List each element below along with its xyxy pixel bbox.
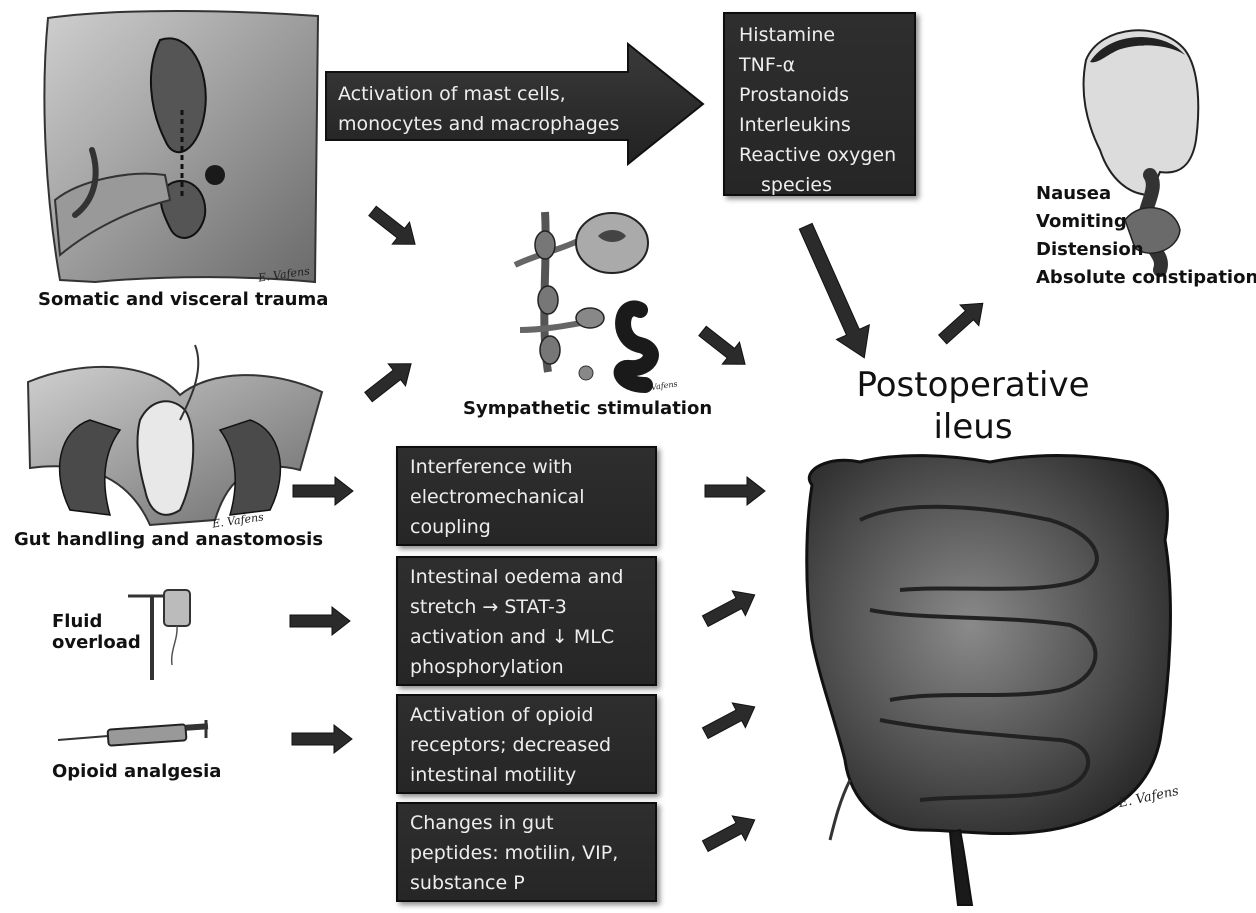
arrow-ileus-to-symptoms (933, 293, 992, 350)
mast-cell-line-1: Activation of mast cells, (338, 79, 619, 109)
arrow-opioid-to-mechanism-3 (292, 725, 352, 753)
arrow-trauma-to-sympathetic (364, 200, 424, 255)
label-gut-handling: Gut handling and anastomosis (14, 530, 323, 551)
mechanism-line: receptors; decreased (410, 730, 643, 760)
mechanism-box-electromechanical: Interference with electromechanical coup… (396, 446, 657, 546)
arrow-mechanism-1-to-ileus (705, 477, 765, 505)
mechanism-line: substance P (410, 868, 643, 898)
gut-handling-illustration (28, 345, 322, 525)
mediator-item: Interleukins (739, 110, 900, 140)
label-sympathetic: Sympathetic stimulation (463, 399, 712, 420)
mechanism-box-gut-peptides: Changes in gut peptides: motilin, VIP, s… (396, 802, 657, 902)
label-fluid-overload: Fluid overload (52, 612, 141, 653)
symptom-item: Vomiting (1036, 208, 1256, 236)
trauma-illustration (44, 11, 318, 282)
mechanism-line: Interference with (410, 452, 643, 482)
mechanism-line: activation and ↓ MLC (410, 622, 643, 652)
mediators-box: Histamine TNF-α Prostanoids Interleukins… (723, 12, 916, 196)
mediator-item: TNF-α (739, 50, 900, 80)
title-line-1: Postoperative (850, 364, 1096, 406)
title-line-2: ileus (850, 406, 1096, 448)
label-trauma: Somatic and visceral trauma (38, 290, 328, 311)
fluid-line-1: Fluid (52, 612, 141, 633)
page-title: Postoperative ileus (850, 364, 1096, 448)
mechanism-line: intestinal motility (410, 760, 643, 790)
symptom-item: Nausea (1036, 180, 1256, 208)
mediator-item: Prostanoids (739, 80, 900, 110)
arrow-mechanism-3-to-ileus (699, 694, 762, 745)
mast-cell-line-2: monocytes and macrophages (338, 109, 619, 139)
arrow-sympathetic-to-ileus (694, 320, 754, 375)
arrow-gut-handling-to-sympathetic (360, 353, 420, 408)
mediator-item: Histamine (739, 20, 900, 50)
mechanism-line: peptides: motilin, VIP, (410, 838, 643, 868)
arrow-mediators-to-ileus (789, 219, 880, 365)
mechanism-line: electromechanical (410, 482, 643, 512)
mechanism-line: coupling (410, 512, 643, 542)
mechanism-line: stretch → STAT-3 (410, 592, 643, 622)
label-opioid-analgesia: Opioid analgesia (52, 762, 221, 783)
mechanism-box-opioid: Activation of opioid receptors; decrease… (396, 694, 657, 794)
symptoms-list: Nausea Vomiting Distension Absolute cons… (1036, 180, 1256, 292)
mechanism-line: Activation of opioid (410, 700, 643, 730)
fluid-line-2: overload (52, 633, 141, 654)
sympathetic-illustration (515, 212, 651, 385)
arrow-gut-handling-to-mechanism-1 (293, 477, 353, 505)
mast-cell-arrow-text: Activation of mast cells, monocytes and … (338, 79, 619, 139)
arrow-mechanism-2-to-ileus (699, 582, 762, 633)
mechanism-line: Changes in gut (410, 808, 643, 838)
syringe-illustration (58, 720, 208, 746)
mediator-item: Reactive oxygen (739, 140, 900, 170)
intestines-illustration (807, 456, 1171, 905)
mechanism-line: phosphorylation (410, 652, 643, 682)
symptom-item: Distension (1036, 236, 1256, 264)
symptom-item: Absolute constipation (1036, 264, 1256, 292)
mechanism-box-oedema: Intestinal oedema and stretch → STAT-3 a… (396, 556, 657, 686)
mediator-item: species (739, 170, 900, 200)
arrow-fluid-to-mechanism-2 (290, 607, 350, 635)
arrow-mechanism-4-to-ileus (699, 807, 762, 858)
mechanism-line: Intestinal oedema and (410, 562, 643, 592)
